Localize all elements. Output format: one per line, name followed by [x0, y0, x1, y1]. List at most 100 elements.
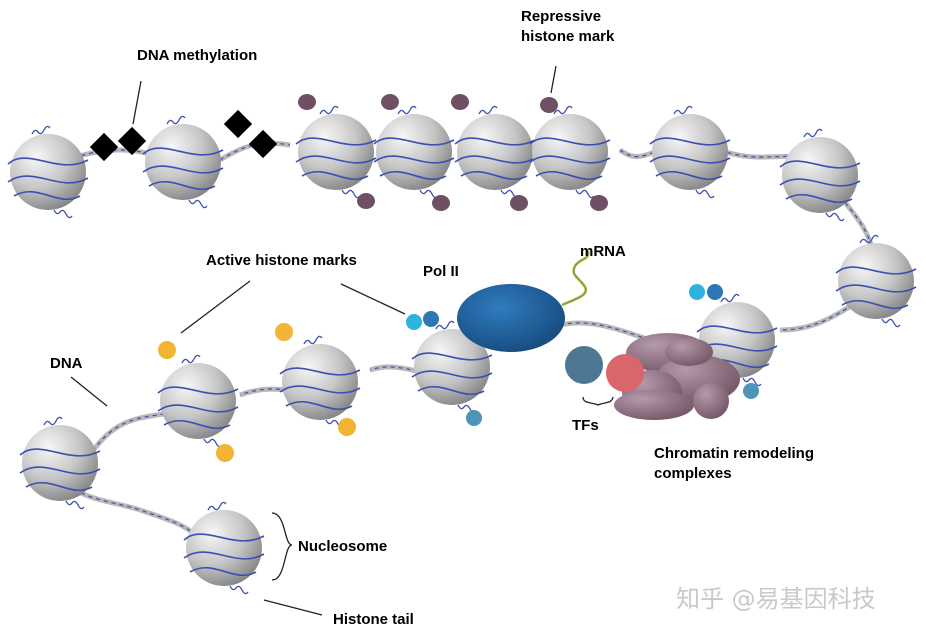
wrapped-dna	[454, 155, 536, 164]
histone-tail	[319, 105, 339, 115]
active-leader-right	[340, 283, 406, 315]
nucleosome	[779, 128, 861, 222]
wrapped-dna	[19, 448, 101, 457]
wrapped-dna	[148, 180, 216, 191]
repressive-mark	[510, 195, 528, 211]
histone-tail	[673, 105, 693, 115]
wrapped-dna	[696, 325, 778, 334]
wrapped-dna	[285, 400, 353, 411]
repressive-mark	[298, 94, 316, 110]
histone-tail	[65, 500, 85, 510]
methylation-mark	[223, 109, 253, 139]
histone-tail	[203, 438, 223, 448]
repressive-mark	[432, 195, 450, 211]
histone-tail	[478, 105, 498, 115]
wrapped-dna	[835, 266, 917, 275]
wrapped-dna	[454, 137, 536, 146]
nucleosome-label: Nucleosome	[298, 538, 387, 555]
histone-tail	[742, 377, 762, 387]
histone-tail	[695, 189, 715, 199]
histone-tail	[553, 105, 573, 115]
methylation-mark	[89, 132, 119, 162]
wrapped-dna	[373, 137, 455, 146]
histone-tail-leader	[263, 599, 323, 616]
nucleosome-brace	[271, 512, 293, 581]
active-mark	[338, 418, 356, 436]
histone-tail-mark	[743, 383, 759, 399]
wrapped-dna	[19, 466, 101, 475]
repressive-histone-marks	[298, 94, 608, 211]
nucleosome	[649, 105, 731, 199]
tfs-label: TFs	[572, 417, 599, 434]
leader-lines	[70, 65, 614, 616]
repressive-mark	[590, 195, 608, 211]
dna-methylation-label: DNA methylation	[137, 47, 257, 64]
methylation-leader	[132, 80, 142, 125]
nucleosome	[157, 354, 239, 448]
remodeler-subunit	[665, 338, 713, 366]
wrapped-dna	[779, 178, 861, 187]
active-mark-cyan	[689, 284, 705, 300]
dna-linker-helix	[559, 322, 651, 341]
nucleosome	[295, 105, 377, 199]
repressive-label-line1: Repressive	[521, 8, 601, 25]
nucleosome	[7, 125, 89, 219]
active-histone-marks	[158, 284, 759, 462]
nucleosome	[411, 320, 493, 414]
wrapped-dna	[411, 370, 493, 379]
histone-tail	[803, 128, 823, 138]
wrapped-dna	[183, 551, 265, 560]
wrapped-dna	[417, 385, 485, 396]
wrapped-dna	[529, 155, 611, 164]
wrapped-dna	[835, 284, 917, 293]
wrapped-dna	[379, 170, 447, 181]
histone-tail	[43, 416, 63, 426]
wrapped-dna	[25, 481, 93, 492]
histone-tail	[303, 335, 323, 345]
wrapped-dna	[460, 170, 528, 181]
histone-tail	[397, 105, 417, 115]
repressive-label-line2: histone mark	[521, 28, 615, 45]
repressive-leader	[550, 65, 557, 94]
remodeler-subunit	[693, 383, 729, 419]
wrapped-dna	[301, 170, 369, 181]
pol2-label: Pol II	[423, 263, 459, 280]
remodeling-label-line1: Chromatin remodeling	[654, 445, 814, 462]
histone-tail	[720, 293, 740, 303]
pol2-complex	[457, 284, 565, 352]
histone-tail	[825, 212, 845, 222]
histone-tail	[188, 199, 208, 209]
wrapped-dna	[841, 299, 909, 310]
nucleosome	[142, 115, 224, 209]
active-mark-cyan	[406, 314, 422, 330]
histone-tail	[575, 189, 595, 199]
nucleosome	[835, 234, 917, 328]
wrapped-dna	[655, 170, 723, 181]
watermark-text: 知乎 @易基因科技	[676, 585, 876, 613]
active-marks-label: Active histone marks	[206, 252, 357, 269]
wrapped-dna	[295, 137, 377, 146]
active-mark	[158, 341, 176, 359]
repressive-mark	[540, 97, 558, 113]
active-mark-blue	[707, 284, 723, 300]
wrapped-dna	[373, 155, 455, 164]
wrapped-dna	[295, 155, 377, 164]
mrna-label: mRNA	[580, 243, 626, 260]
histone-tail-label: Histone tail	[333, 611, 414, 628]
wrapped-dna	[189, 566, 257, 577]
histone-tail	[435, 320, 455, 330]
transcription-factor-red	[606, 354, 644, 392]
tfs-brace	[582, 396, 614, 406]
repressive-mark	[381, 94, 399, 110]
methylation-mark	[248, 129, 278, 159]
mrna-strand	[561, 250, 590, 307]
wrapped-dna	[7, 175, 89, 184]
wrapped-dna	[279, 367, 361, 376]
repressive-mark	[357, 193, 375, 209]
wrapped-dna	[157, 386, 239, 395]
transcription-factor-blue	[565, 346, 603, 384]
active-mark	[275, 323, 293, 341]
nucleosome	[373, 105, 455, 199]
active-mark	[216, 444, 234, 462]
histone-tail	[166, 115, 186, 125]
